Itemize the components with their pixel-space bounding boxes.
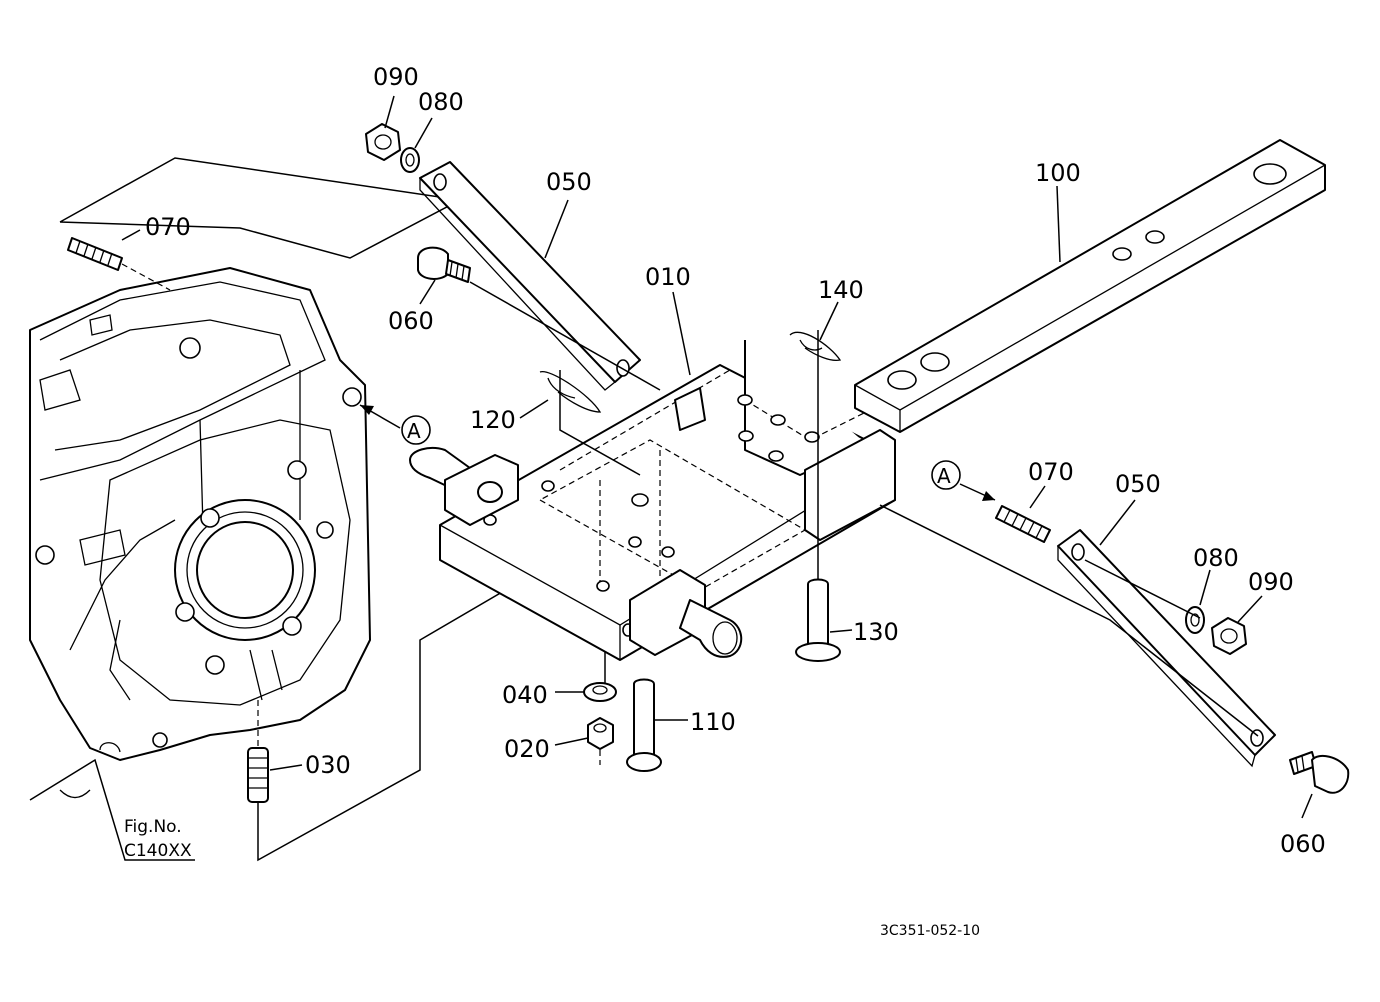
bolt-060-top	[417, 246, 471, 283]
fig-ref-line1: Fig.No.	[124, 817, 182, 837]
pin-110	[626, 678, 662, 772]
callout-a-left	[359, 404, 431, 445]
nut-090-right	[1211, 617, 1247, 655]
right-pin-shaft	[629, 569, 743, 658]
label-020: 020	[504, 735, 550, 763]
drawbar-100	[854, 139, 1326, 433]
nut-090-top	[365, 123, 401, 161]
fig-ref-line2: C140XX	[124, 841, 192, 861]
label-080-top: 080	[418, 88, 464, 116]
snap-pin-120	[539, 371, 602, 413]
label-050-right: 050	[1115, 470, 1161, 498]
label-010: 010	[645, 263, 691, 291]
label-070-left: 070	[145, 213, 191, 241]
stud-070-right	[995, 505, 1051, 543]
label-040: 040	[502, 681, 548, 709]
callout-a-right-letter: A	[937, 464, 951, 488]
callout-a-right	[931, 460, 996, 501]
label-090-right: 090	[1248, 568, 1294, 596]
label-130: 130	[853, 618, 899, 646]
label-110: 110	[690, 708, 736, 736]
transmission-housing	[29, 267, 371, 761]
pin-130	[795, 578, 841, 662]
label-090-top: 090	[373, 63, 419, 91]
snap-pin-140	[789, 331, 842, 361]
link-050-top	[419, 161, 641, 391]
nut-020	[587, 717, 614, 750]
stud-070-left	[67, 237, 123, 271]
washer-080-right	[1185, 606, 1205, 634]
label-080-right: 080	[1193, 544, 1239, 572]
label-120: 120	[470, 406, 516, 434]
bolt-060-bottom	[1289, 751, 1350, 794]
left-pin-shaft	[409, 447, 519, 526]
washer-080-top	[400, 147, 420, 173]
drawing-code: 3C351-052-10	[880, 923, 980, 939]
callout-a-left-letter: A	[407, 419, 421, 443]
link-050-right	[1057, 529, 1276, 768]
label-070-right: 070	[1028, 458, 1074, 486]
label-060-bottom: 060	[1280, 830, 1326, 858]
main-bracket-010	[439, 340, 896, 661]
label-030: 030	[305, 751, 351, 779]
label-100: 100	[1035, 159, 1081, 187]
stud-030	[247, 747, 269, 803]
label-140: 140	[818, 276, 864, 304]
washer-040	[583, 682, 617, 702]
label-060-top: 060	[388, 307, 434, 335]
label-050-top: 050	[546, 168, 592, 196]
